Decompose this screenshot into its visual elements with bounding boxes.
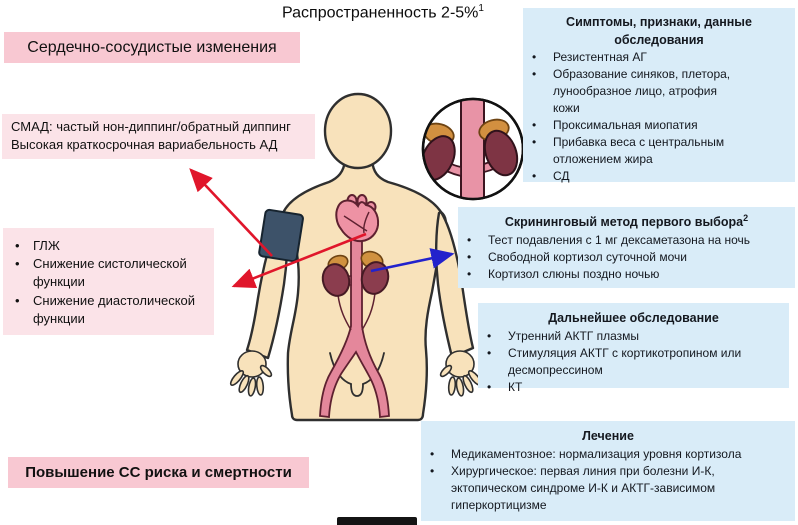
smad-box: СМАД: частый нон-диппинг/обратный диппин… bbox=[2, 114, 315, 159]
symptoms-box-title: Симптомы, признаки, данные обследования bbox=[523, 14, 787, 49]
smad-line-1: СМАД: частый нон-диппинг/обратный диппин… bbox=[11, 119, 291, 134]
bullet-item: Свободной кортизол суточной мочи bbox=[458, 249, 787, 266]
further-workup-list: Утренний АКТГ плазмыСтимуляция АКТГ с ко… bbox=[478, 328, 781, 396]
arrow-cuff-to-smad-box bbox=[189, 168, 273, 257]
left-hand bbox=[229, 350, 273, 397]
bullet-item: Тест подавления с 1 мг дексаметазона на … bbox=[458, 232, 787, 249]
right-hand bbox=[439, 350, 483, 397]
bullet-item: Хирургическое: первая линия при болезни … bbox=[421, 463, 787, 514]
aorta bbox=[319, 235, 390, 418]
cardiac-findings-box: ГЛЖСнижение систолической функцииСнижени… bbox=[3, 228, 214, 335]
bullet-item: Образование синяков, плетора, лунообразн… bbox=[523, 66, 787, 117]
blood-pressure-cuff bbox=[258, 208, 304, 263]
bullet-item: Снижение систолической функции bbox=[3, 255, 210, 291]
page-title: Распространенность 2-5%1 bbox=[248, 3, 518, 22]
bullet-item: Медикаментозное: нормализация уровня кор… bbox=[421, 446, 787, 463]
arrow-heart-to-cardiac-box bbox=[231, 232, 367, 289]
bullet-item: СД bbox=[523, 168, 787, 185]
cropped-bottom-bar bbox=[337, 517, 417, 525]
inset-aorta bbox=[460, 99, 485, 199]
kidneys-adrenals-inset-circle bbox=[421, 97, 525, 201]
further-workup-box: Дальнейшее обследование Утренний АКТГ пл… bbox=[478, 303, 789, 396]
head bbox=[323, 92, 393, 170]
cardiovascular-changes-header: Сердечно-сосудистые изменения bbox=[4, 32, 300, 63]
ureters bbox=[337, 292, 376, 331]
cv-risk-footer: Повышение СС риска и смертности bbox=[8, 457, 309, 488]
bullet-item: Проксимальная миопатия bbox=[523, 117, 787, 134]
bullet-item: Утренний АКТГ плазмы bbox=[478, 328, 781, 345]
bullet-item: Резистентная АГ bbox=[523, 49, 787, 66]
bullet-item: Снижение диастолической функции bbox=[3, 292, 210, 328]
arrow-kidney-to-screening-box bbox=[370, 248, 455, 273]
screening-title-sup: 2 bbox=[743, 213, 749, 223]
symptoms-list: Резистентная АГОбразование синяков, плет… bbox=[523, 49, 787, 185]
bullet-item: Кортизол слюны поздно ночью bbox=[458, 266, 787, 283]
bullet-item: ГЛЖ bbox=[3, 237, 210, 255]
bullet-item: Прибавка веса с центральным отложением ж… bbox=[523, 134, 787, 168]
treatment-box-title: Лечение bbox=[421, 427, 787, 446]
bullet-item: КТ bbox=[478, 379, 781, 396]
treatment-list: Медикаментозное: нормализация уровня кор… bbox=[421, 446, 787, 514]
screening-box: Скрининговый метод первого выбора2 Тест … bbox=[458, 207, 795, 288]
screening-title-text: Скрининговый метод первого выбора bbox=[504, 215, 744, 230]
screening-list: Тест подавления с 1 мг дексаметазона на … bbox=[458, 232, 787, 283]
smad-line-2: Высокая краткосрочная вариабельность АД bbox=[11, 137, 278, 153]
screening-box-title: Скрининговый метод первого выбора2 bbox=[458, 213, 787, 232]
heart bbox=[335, 194, 380, 243]
page-title-text: Распространенность 2-5% bbox=[282, 4, 479, 22]
treatment-title-text: Лечение bbox=[582, 429, 634, 444]
page-title-superscript: 1 bbox=[478, 3, 484, 14]
inset-kidney-right bbox=[483, 129, 519, 177]
cardiovascular-changes-label: Сердечно-сосудистые изменения bbox=[27, 38, 277, 56]
cv-risk-label: Повышение СС риска и смертности bbox=[25, 464, 292, 481]
organs bbox=[319, 194, 390, 418]
further-workup-title: Дальнейшее обследование bbox=[478, 309, 781, 328]
symptoms-title-text: Симптомы, признаки, данные обследования bbox=[566, 15, 752, 47]
symptoms-box: Симптомы, признаки, данные обследования … bbox=[523, 8, 795, 185]
cardiac-findings-list: ГЛЖСнижение систолической функцииСнижени… bbox=[3, 237, 210, 328]
treatment-box: Лечение Медикаментозное: нормализация ур… bbox=[421, 421, 795, 521]
workup-title-text: Дальнейшее обследование bbox=[548, 311, 719, 326]
kidney-left bbox=[321, 263, 351, 297]
bullet-item: Стимуляция АКТГ с кортикотропином или де… bbox=[478, 345, 781, 379]
